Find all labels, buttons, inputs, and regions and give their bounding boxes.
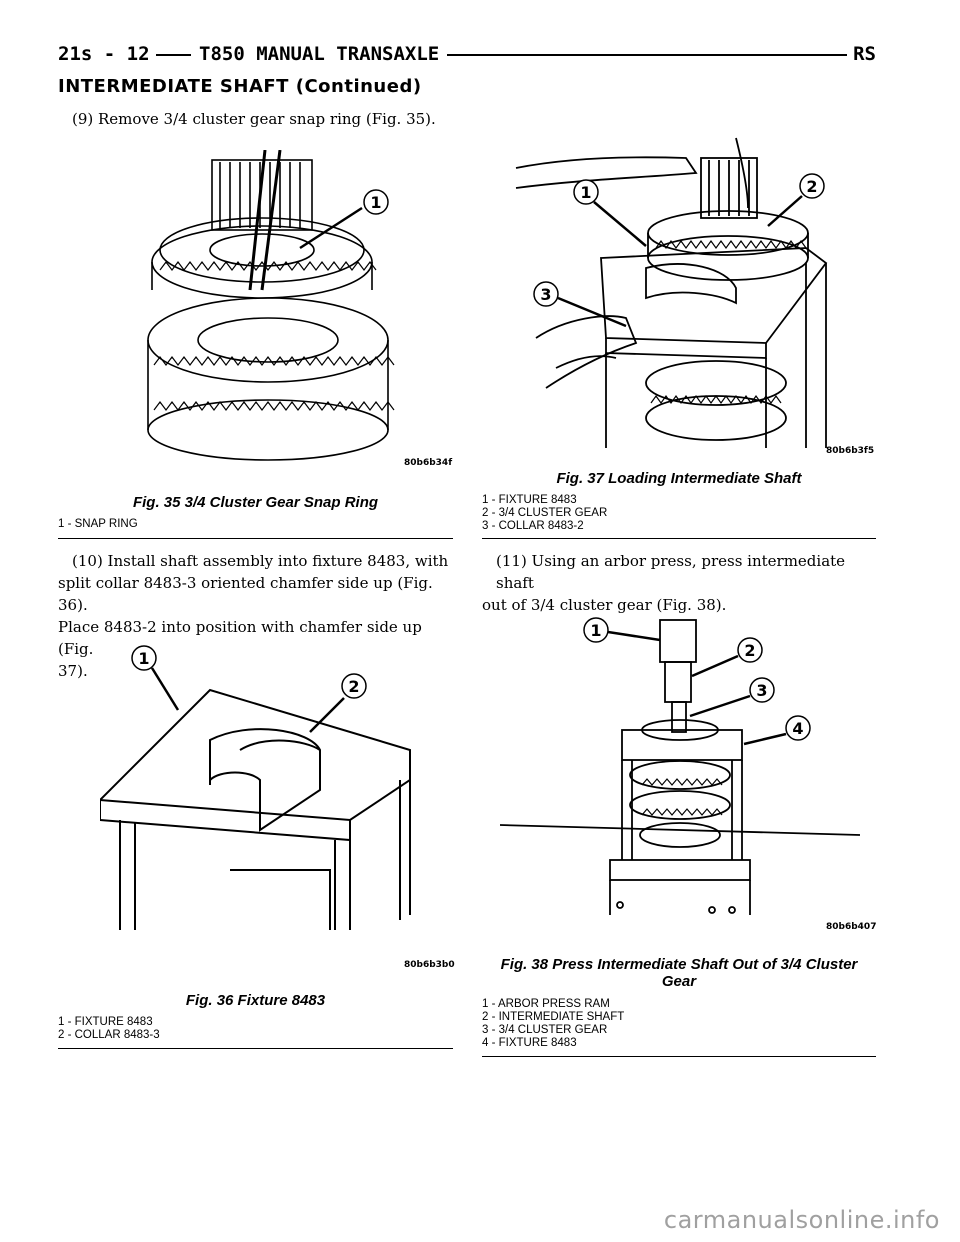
fig36-callout-1: 1 — [138, 649, 149, 668]
section-code: RS — [847, 40, 876, 68]
fig36-code: 80b6b3b0 — [404, 960, 455, 970]
step-10-line: split collar 8483-3 oriented chamfer sid… — [58, 574, 433, 614]
fig35-caption: Fig. 35 3/4 Cluster Gear Snap Ring — [132, 494, 379, 511]
fig37-legend: 1 - FIXTURE 8483 2 - 3/4 CLUSTER GEAR 3 … — [482, 494, 607, 533]
fig37-illustration: 1 2 3 — [515, 137, 828, 448]
fig38-callout-1: 1 — [590, 621, 601, 640]
fig36-rule — [58, 1048, 453, 1049]
manual-title: T850 MANUAL TRANSAXLE — [191, 40, 448, 68]
page-header: 21s - 12 T850 MANUAL TRANSAXLE RS — [58, 40, 876, 74]
fig37-callout-1: 1 — [580, 183, 591, 202]
fig38-callout-3: 3 — [756, 681, 767, 700]
figure-36: 1 2 — [100, 640, 430, 940]
fig37-legend-item: 3 - COLLAR 8483-2 — [482, 520, 584, 532]
fig38-illustration: 1 2 3 4 — [500, 617, 860, 915]
fig38-legend: 1 - ARBOR PRESS RAM 2 - INTERMEDIATE SHA… — [482, 998, 624, 1050]
page-number: 21s - 12 — [58, 40, 156, 68]
figure-35: 1 — [140, 150, 450, 470]
step-11-text: (11) Using an arbor press, press interme… — [482, 550, 882, 616]
watermark: carmanualsonline.info — [663, 1206, 940, 1234]
step-9-text: (9) Remove 3/4 cluster gear snap ring (F… — [72, 110, 436, 128]
fig35-legend: 1 - SNAP RING — [58, 518, 138, 531]
fig38-callout-4: 4 — [792, 719, 803, 738]
fig36-legend-item: 1 - FIXTURE 8483 — [58, 1016, 153, 1028]
step-10-text: (10) Install shaft assembly into fixture… — [58, 550, 458, 682]
figure-37: 1 2 3 — [486, 118, 866, 448]
fig35-callout-1: 1 — [370, 193, 381, 212]
fig37-legend-item: 1 - FIXTURE 8483 — [482, 494, 577, 506]
fig38-caption-line: Gear — [661, 973, 697, 990]
fig38-callout-2: 2 — [744, 641, 755, 660]
fig38-caption-line: Fig. 38 Press Intermediate Shaft Out of … — [500, 956, 858, 973]
fig37-code: 80b6b3f5 — [826, 446, 875, 456]
fig38-code: 80b6b407 — [826, 922, 877, 932]
fig38-legend-item: 1 - ARBOR PRESS RAM — [482, 998, 610, 1010]
step-11-line: (11) Using an arbor press, press interme… — [496, 552, 846, 592]
fig35-code: 80b6b34f — [404, 458, 453, 468]
fig37-legend-item: 2 - 3/4 CLUSTER GEAR — [482, 507, 608, 519]
fig35-illustration: 1 — [147, 150, 395, 461]
header-rule — [58, 54, 876, 56]
fig37-rule — [482, 538, 876, 539]
fig38-legend-item: 3 - 3/4 CLUSTER GEAR — [482, 1024, 608, 1036]
fig35-legend-item: 1 - SNAP RING — [58, 518, 138, 530]
step-10-line: Place 8483-2 into position with chamfer … — [58, 618, 422, 658]
fig35-rule — [58, 538, 453, 539]
step-10-line: (10) Install shaft assembly into fixture… — [72, 552, 449, 570]
section-title: INTERMEDIATE SHAFT (Continued) — [58, 76, 422, 97]
step-11-line: out of 3/4 cluster gear (Fig. 38). — [482, 596, 727, 614]
fig38-legend-item: 2 - INTERMEDIATE SHAFT — [482, 1011, 625, 1023]
fig36-legend-item: 2 - COLLAR 8483-3 — [58, 1029, 160, 1041]
fig37-callout-2: 2 — [806, 177, 817, 196]
fig37-callout-3: 3 — [540, 285, 551, 304]
fig38-caption: Fig. 38 Press Intermediate Shaft Out of … — [482, 956, 876, 990]
fig37-caption: Fig. 37 Loading Intermediate Shaft — [556, 470, 802, 487]
fig36-caption: Fig. 36 Fixture 8483 — [185, 992, 326, 1009]
fig38-legend-item: 4 - FIXTURE 8483 — [482, 1037, 577, 1049]
step-10-line: 37). — [58, 662, 88, 680]
fig36-illustration: 1 2 — [100, 645, 411, 930]
fig38-rule — [482, 1056, 876, 1057]
fig36-callout-2: 2 — [348, 677, 359, 696]
fig36-legend: 1 - FIXTURE 8483 2 - COLLAR 8483-3 — [58, 1016, 160, 1042]
figure-38: 1 2 3 4 — [500, 610, 860, 920]
